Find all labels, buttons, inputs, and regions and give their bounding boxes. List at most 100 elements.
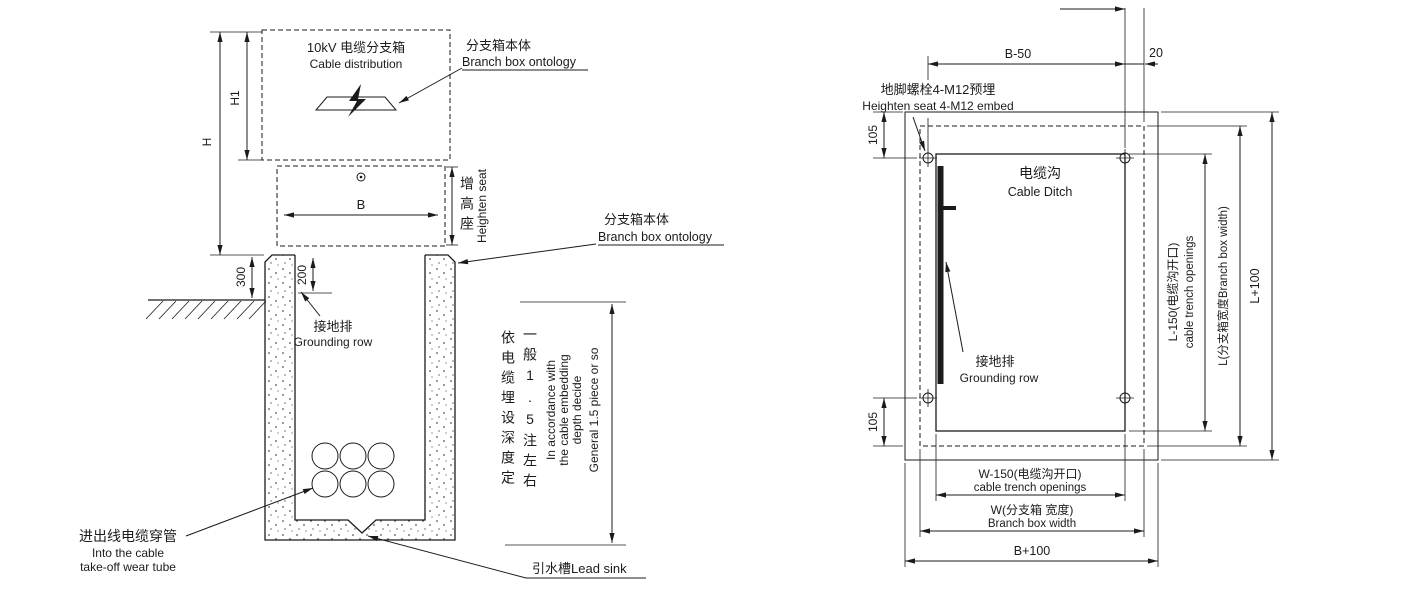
hatch	[145, 300, 164, 320]
cable-conduits	[311, 442, 395, 498]
dim-label-h1: H1	[228, 90, 242, 106]
grounding-bar-strip	[937, 166, 944, 384]
dim-label-b50: B-50	[1005, 47, 1031, 61]
cable-tube-label-cn: 进出线电缆穿管	[79, 528, 177, 544]
grounding-bar-tab	[943, 206, 956, 210]
dim-label-105: 105	[866, 125, 880, 145]
hatch	[210, 300, 229, 320]
hatch	[158, 300, 177, 320]
depth-note-en4: General 1.5 piece or so	[587, 347, 601, 472]
dim-label-200: 200	[295, 265, 309, 285]
dim-label-w-cn: W(分支箱 宽度)	[991, 502, 1074, 517]
dim-label-w150-en: cable trench openings	[974, 482, 1087, 494]
depth-note-en2: the cable embedding	[557, 354, 571, 465]
cable-tube-label-en1: Into the cable	[92, 546, 164, 560]
hatch	[248, 300, 267, 320]
anchor-bolt	[1116, 149, 1134, 167]
grounding-label-en: Grounding row	[294, 335, 373, 349]
dim-label-b: B	[357, 197, 366, 212]
lightning-bolt-icon	[348, 84, 366, 117]
leader-line	[912, 116, 926, 152]
cable-conduit	[367, 470, 395, 498]
leader-line	[945, 261, 964, 353]
dimension-w: W(分支箱 宽度) Branch box width	[919, 449, 1145, 537]
grounding-label-en: Grounding row	[960, 371, 1039, 385]
depth-note-en3: depth decide	[570, 375, 584, 444]
cabinet-symbol-face	[314, 96, 398, 111]
seat-dashed-box	[276, 165, 446, 247]
grounding-label-left: 接地排 Grounding row	[294, 291, 373, 349]
cable-ditch-en: Cable Ditch	[1008, 185, 1073, 199]
cable-conduit	[311, 442, 339, 470]
grounding-label-plan: 接地排 Grounding row	[945, 261, 1039, 385]
anchor-bolt-label-en: Heighten seat 4-M12 embed	[862, 99, 1013, 113]
depth-note-en1: In accordance with	[544, 360, 558, 460]
hatch	[236, 300, 255, 320]
dim-label-l150-en: cable trench openings	[1184, 235, 1196, 348]
anchor-bolt-label-cn: 地脚螺栓4-M12预埋	[881, 82, 996, 97]
cable-conduit	[367, 442, 395, 470]
heighten-seat: B 增高座 Heighten seat	[276, 165, 489, 247]
dim-label-w150-cn: W-150(电缆沟开口)	[978, 467, 1081, 481]
foundation-outer-outline	[264, 254, 456, 541]
seat-label-en: Heighten seat	[475, 168, 489, 243]
branch-box-label-foundation: 分支箱本体 Branch box ontology	[457, 212, 724, 265]
cable-conduit	[339, 470, 367, 498]
foundation-concrete-fill	[265, 255, 455, 540]
leader-line	[185, 487, 314, 537]
hatch	[184, 300, 203, 320]
grounding-label-cn: 接地排	[313, 319, 352, 334]
dimension-b100: B+100	[904, 463, 1159, 567]
dim-label-l: L(分支箱宽度Branch box width)	[1216, 206, 1230, 366]
ground-hatching	[145, 299, 267, 320]
cabinet-title-en: Cable distribution	[310, 57, 403, 71]
plan-view: B-50 20 地脚螺栓4-M12预埋 Heighten seat 4-M12 …	[862, 6, 1279, 567]
branch-box2-label-cn: 分支箱本体	[604, 212, 669, 227]
dimension-b50-20: B-50 20	[927, 6, 1163, 150]
dimension-200: 200	[295, 258, 332, 294]
leader-line	[457, 243, 597, 265]
grounding-bar	[937, 166, 956, 384]
dimension-l: L(分支箱宽度Branch box width)	[1147, 125, 1247, 447]
cable-ditch-cn: 电缆沟	[1019, 165, 1061, 181]
lead-sink-text: 引水槽Lead sink	[532, 561, 627, 576]
elevation-view: H1 H 10kV 电缆分支箱 Cable distribution 分支箱本体…	[79, 29, 724, 579]
anchor-bolt	[919, 389, 937, 407]
cable-ditch-label: 电缆沟 Cable Ditch	[1008, 165, 1073, 199]
seat-hole-center	[359, 175, 363, 179]
leader-line	[300, 291, 321, 317]
plan-dashed-rect	[919, 125, 1145, 447]
cabinet-outline: 10kV 电缆分支箱 Cable distribution	[261, 29, 451, 161]
anchor-bolt-label: 地脚螺栓4-M12预埋 Heighten seat 4-M12 embed	[862, 82, 1014, 152]
dim-label-105: 105	[866, 412, 880, 432]
cable-tube-label: 进出线电缆穿管 Into the cable take-off wear tub…	[79, 487, 314, 574]
dim-label-20: 20	[1149, 46, 1163, 60]
dim-label-b100: B+100	[1014, 544, 1051, 558]
leader-line	[398, 67, 463, 104]
grounding-label-cn: 接地排	[975, 354, 1014, 369]
dim-label-w-en: Branch box width	[988, 518, 1076, 530]
hatch	[197, 300, 216, 320]
dimension-300: 300	[234, 257, 255, 298]
foundation-inner-outline	[294, 255, 426, 534]
dimension-w150: W-150(电缆沟开口) cable trench openings	[935, 434, 1126, 501]
dimension-105-bottom: 105	[866, 397, 917, 447]
branch-box-label-top: 分支箱本体 Branch box ontology	[398, 38, 588, 104]
leader-line	[367, 535, 646, 579]
dimension-105-top: 105	[866, 111, 917, 159]
seat-hole-icon	[356, 172, 366, 182]
dim-label-h: H	[200, 138, 214, 147]
cable-trench-opening-rect	[935, 153, 1126, 432]
depth-note-cn1: 依电缆埋设深度定	[500, 330, 516, 490]
hatch	[171, 300, 190, 320]
foundation	[264, 254, 456, 541]
seat-label-cn: 增高座	[459, 176, 475, 236]
depth-note-cn2: 一般1.5注左右	[522, 327, 538, 493]
dim-label-l100: L+100	[1248, 268, 1262, 303]
lead-sink-label: 引水槽Lead sink	[367, 535, 646, 579]
plan-outer-rect	[904, 111, 1159, 461]
cable-tube-label-en2: take-off wear tube	[80, 560, 176, 574]
branch-box-label-en: Branch box ontology	[462, 55, 577, 69]
